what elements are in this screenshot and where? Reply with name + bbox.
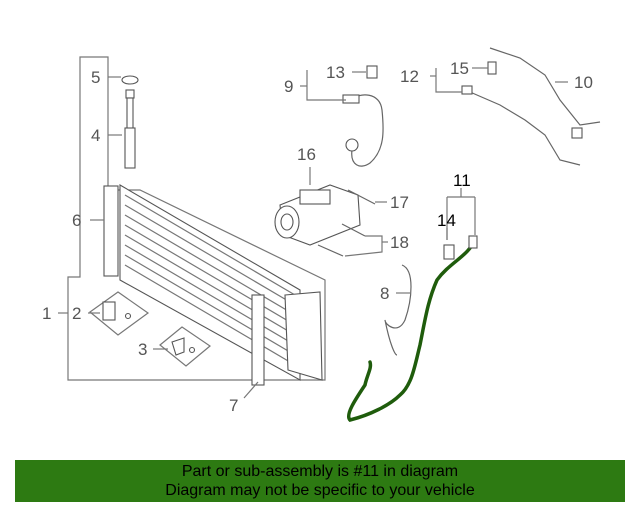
bracket-3 xyxy=(171,337,185,356)
callout-1: 1 xyxy=(42,304,51,323)
suction-hose xyxy=(342,65,384,167)
notice-line-1: Part or sub-assembly is #11 in diagram xyxy=(181,463,459,480)
callout-9: 9 xyxy=(284,77,293,96)
callout-2: 2 xyxy=(72,304,81,323)
condenser xyxy=(103,184,323,386)
bracket-3-diamond xyxy=(159,326,211,367)
callout-3: 3 xyxy=(138,340,147,359)
callout-14: 14 xyxy=(437,211,456,230)
drier-cartridge xyxy=(121,75,139,169)
highlighted-hose-11 xyxy=(347,238,476,422)
callout-18: 18 xyxy=(390,233,409,252)
callout-5: 5 xyxy=(91,68,100,87)
callout-6: 6 xyxy=(72,211,81,230)
callout-15: 15 xyxy=(450,59,469,78)
bolts xyxy=(317,189,376,257)
callout-10: 10 xyxy=(574,73,593,92)
bracket xyxy=(102,301,116,321)
compressor xyxy=(274,184,361,246)
notice-banner: Part or sub-assembly is #11 in diagram D… xyxy=(15,460,625,502)
callout-7: 7 xyxy=(229,396,238,415)
callout-11: 11 xyxy=(453,171,471,190)
callout-4: 4 xyxy=(91,126,100,145)
fitting-11 xyxy=(468,235,478,249)
callout-17: 17 xyxy=(390,193,409,212)
callout-12: 12 xyxy=(400,67,419,86)
fitting-14 xyxy=(443,244,455,260)
refrigerant-lines xyxy=(461,47,601,166)
callout-8: 8 xyxy=(380,284,389,303)
hose-8 xyxy=(384,264,412,356)
callout-13: 13 xyxy=(326,63,345,82)
parts-diagram: 5 4 6 1 2 3 7 9 13 16 xyxy=(42,47,601,422)
callout-16: 16 xyxy=(297,145,316,164)
bracket-diamond xyxy=(89,291,150,336)
notice-line-2: Diagram may not be specific to your vehi… xyxy=(165,482,475,499)
condenser-group-outline xyxy=(67,56,326,381)
